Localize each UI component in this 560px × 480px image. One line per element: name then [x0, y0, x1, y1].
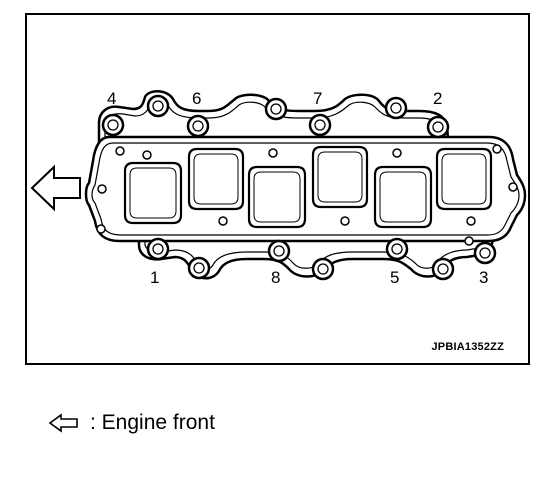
bolt-b3 [384, 96, 408, 120]
port-1 [123, 161, 183, 225]
bolt-6 [186, 114, 210, 138]
engine-front-arrow [30, 164, 81, 212]
upper-flange [97, 90, 451, 152]
gasket-drawing [30, 90, 527, 281]
bolt-b2 [264, 97, 288, 121]
figure-reference-code: JPBIA1352ZZ [431, 341, 504, 353]
port-4 [311, 145, 369, 209]
bolt-number-1: 1 [150, 268, 160, 287]
bolt-number-2: 2 [433, 89, 443, 108]
port-2 [187, 147, 245, 211]
legend: : Engine front [48, 408, 215, 438]
bolts [101, 94, 497, 281]
small-holes [96, 144, 518, 246]
bolt-5 [385, 237, 409, 261]
left-arrow-icon [48, 413, 78, 433]
legend-text: : Engine front [90, 411, 215, 434]
bolt-number-3: 3 [479, 268, 489, 287]
bolt-1 [187, 256, 211, 280]
bolt-b4 [146, 237, 170, 261]
port-5 [373, 165, 433, 229]
bolt-b6 [431, 257, 455, 281]
bolt-b1 [146, 94, 170, 118]
bolt-7 [308, 113, 332, 137]
bolt-number-5: 5 [390, 268, 400, 287]
bolt-number-6: 6 [192, 89, 202, 108]
bolt-b5 [311, 257, 335, 281]
bolt-2 [426, 115, 450, 139]
bolt-number-8: 8 [271, 268, 281, 287]
bolt-8 [267, 239, 291, 263]
gasket-diagram: 4 6 7 2 1 8 5 3 JPBIA1352ZZ [25, 13, 530, 365]
bolt-number-7: 7 [313, 89, 323, 108]
bolt-4 [101, 113, 125, 137]
port-3 [247, 165, 307, 229]
bolt-3 [473, 241, 497, 265]
bolt-number-4: 4 [107, 89, 117, 108]
port-6 [435, 147, 493, 211]
